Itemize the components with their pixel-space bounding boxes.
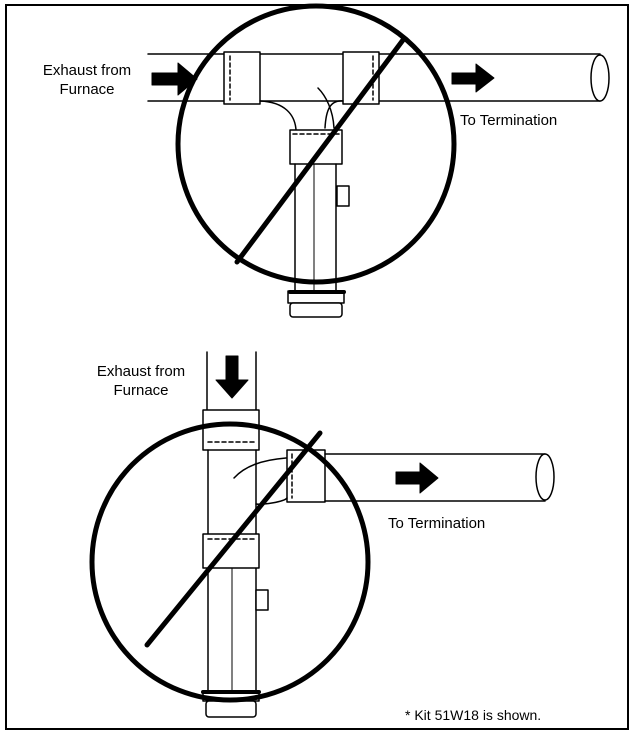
top-source-label: Exhaust from Furnace (28, 61, 146, 99)
bottom-source-label-line1: Exhaust from (96, 363, 186, 380)
bottom-source-label: Exhaust from Furnace (82, 362, 200, 400)
top-flow-arrows (151, 62, 495, 96)
bottom-source-label-line2: Furnace (113, 382, 169, 399)
top-destination-label: To Termination (460, 112, 558, 129)
bottom-destination-label: To Termination (388, 515, 486, 532)
arrow-right-icon (395, 462, 439, 494)
arrow-right-icon (451, 63, 495, 93)
top-prohibited-symbol (175, 3, 457, 285)
top-pipe-assembly (147, 51, 610, 318)
arrow-down-icon (215, 355, 249, 399)
top-source-label-line1: Exhaust from (42, 62, 132, 79)
bottom-pipe-assembly (201, 351, 555, 718)
footnote: * Kit 51W18 is shown. (405, 707, 542, 723)
diagram-frame (5, 4, 629, 730)
bottom-flow-arrows (215, 355, 439, 494)
top-source-label-line2: Furnace (59, 81, 115, 98)
arrow-right-icon (151, 62, 198, 96)
bottom-prohibited-symbol (89, 421, 371, 703)
